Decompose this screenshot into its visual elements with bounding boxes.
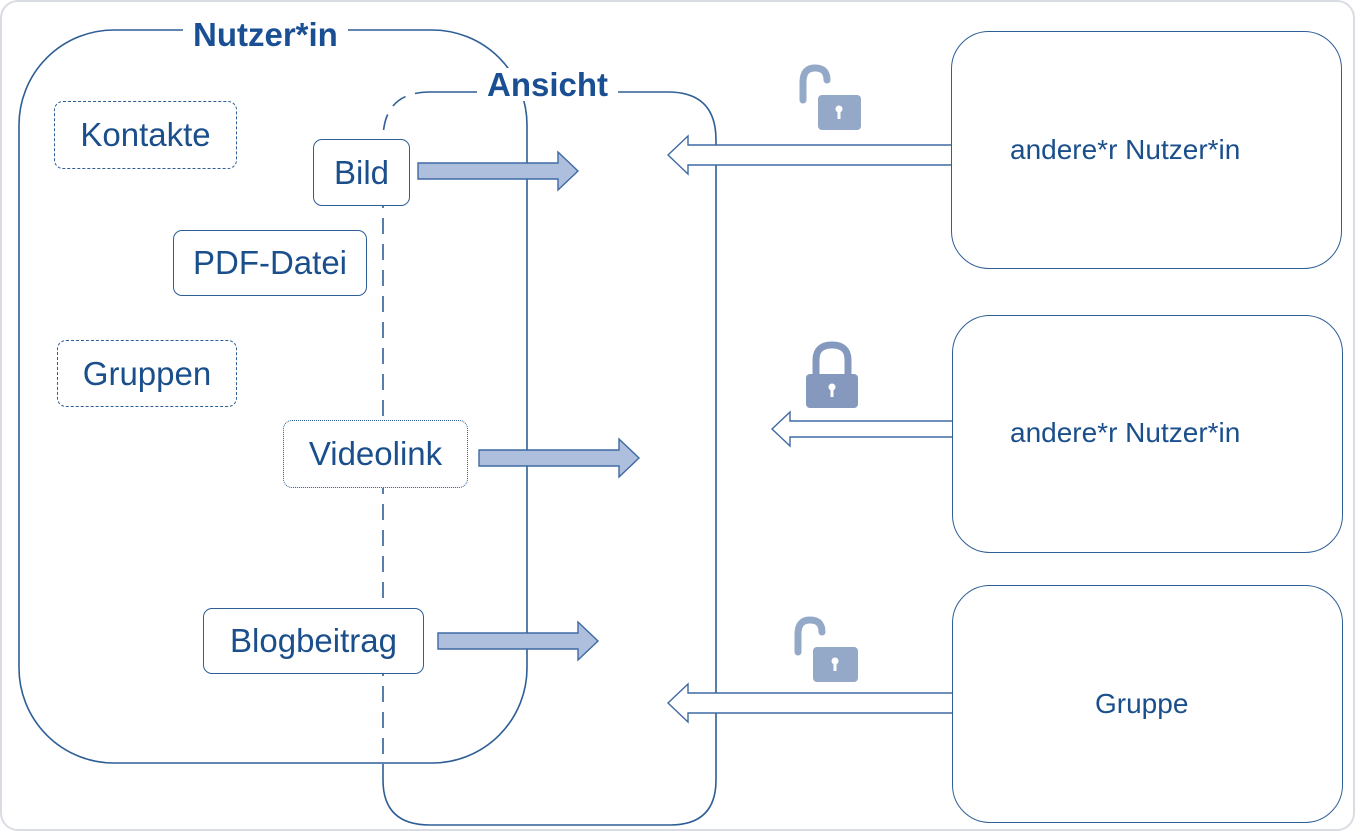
view-section-boundary-solid (382, 91, 717, 826)
group-box (952, 585, 1343, 823)
group-label: Gruppe (1095, 688, 1189, 719)
arrow-group-to-view (666, 682, 980, 724)
other-user-box-middle (952, 315, 1343, 553)
locked-padlock-icon-middle (806, 341, 858, 408)
videolink-item: Videolink (283, 420, 468, 488)
other-user-label-middle: andere*r Nutzer*in (1010, 417, 1241, 448)
blogpost-item: Blogbeitrag (203, 608, 424, 674)
arrow-other-user-top-to-view (666, 134, 980, 176)
unlocked-padlock-icon-bottom (794, 616, 858, 682)
view-section-boundary-dashed (382, 91, 431, 780)
pdf-item: PDF-Datei (173, 230, 367, 296)
unlocked-padlock-icon-top (799, 64, 861, 130)
arrow-videolink-to-view (478, 437, 641, 479)
groups-item: Gruppen (57, 340, 237, 407)
image-item: Bild (313, 139, 410, 206)
other-user-box-top (951, 31, 1342, 269)
contacts-item: Kontakte (54, 101, 237, 169)
other-user-label-top: andere*r Nutzer*in (1010, 134, 1241, 165)
view-section-title: Ansicht (477, 68, 619, 101)
user-section-title: Nutzer*in (183, 18, 348, 51)
arrow-blogpost-to-view (437, 620, 600, 662)
arrow-image-to-view (417, 150, 580, 192)
